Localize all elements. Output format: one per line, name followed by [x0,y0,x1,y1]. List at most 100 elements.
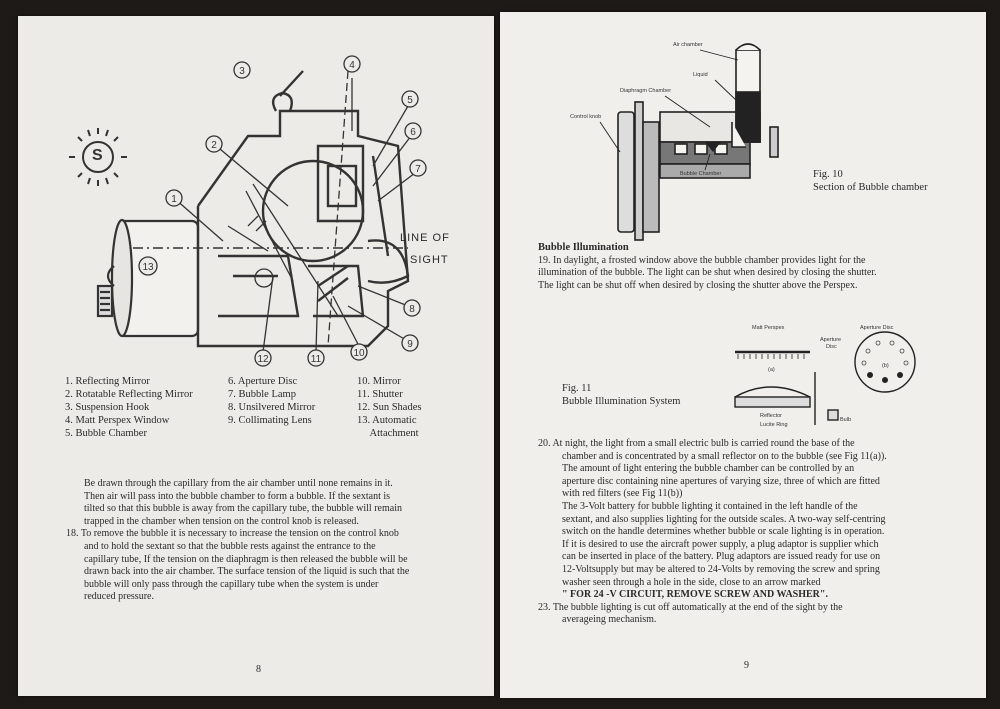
callout-11 [307,349,325,367]
legend-col-1: 1. Reflecting Mirror 2. Rotatable Reflec… [65,375,193,440]
svg-text:5: 5 [407,95,413,106]
text-line: washer seen through a hole in the side, … [562,576,821,588]
svg-text:8: 8 [409,304,415,315]
lucite-ring-label: Lucite Ring [760,422,788,428]
text-line: 20. At night, the light from a small ele… [538,438,855,449]
text-line: 12-Voltsupply but may be altered to 24-V… [562,563,880,575]
svg-text:1: 1 [171,194,177,205]
fig10-caption: Fig. 10 Section of Bubble chamber [813,168,928,194]
legend-item: 5. Bubble Chamber [65,428,147,439]
svg-text:13: 13 [142,262,154,273]
text-line: tilted so that this bubble is away from … [84,503,402,515]
text-line: switch on the handle determines whether … [562,526,885,538]
fig11-subtitle: Bubble Illumination System [562,396,681,407]
liquid-label: Liquid [693,72,708,78]
callout-8 [403,299,421,317]
text-line: The 3-Volt battery for bubble lighting i… [562,500,858,512]
right-page: Air chamber Liquid Diaphragm Chamber Con… [500,12,986,698]
svg-text:7: 7 [415,164,421,175]
text-line: 19. In daylight, a frosted window above … [538,254,866,266]
matt-perspex-label: Matt Perspex [752,325,785,331]
text-line: bubble will only pass through the capill… [84,578,379,590]
sun-icon [69,128,127,186]
fig11a-label: (a) [768,367,775,373]
illumination-diagram: Matt Perspex Aperture Disc Aperture Disc… [720,317,940,432]
text-line: averageing mechanism. [562,614,657,626]
text-line: sextant, and also supplies lighting for … [562,513,886,525]
air-chamber-label: Air chamber [673,42,703,48]
svg-text:11: 11 [311,354,322,365]
callout-1 [165,189,183,207]
page-number-left: 8 [256,664,261,675]
text-line: Be drawn through the capillary from the … [84,478,393,489]
fig11-title: Fig. 11 [562,383,592,394]
callout-10 [350,343,368,361]
aperture-disc-top-label: Aperture Disc [860,325,894,331]
text-line: can be inserted in place of the battery.… [562,551,881,563]
bulb-label: Bulb [840,417,852,423]
svg-text:9: 9 [407,339,413,350]
legend-item: 3. Suspension Hook [65,402,150,413]
svg-text:3: 3 [239,66,245,77]
legend-item: Attachment [357,428,419,439]
bubble-chamber-drawing [599,43,779,241]
legend-col-3: 10. Mirror 11. Shutter 12. Sun Shades 13… [357,375,421,440]
callout-13 [138,256,158,276]
callout-12 [254,349,272,367]
illumination-drawing [734,331,916,425]
legend-item: 6. Aperture Disc [228,376,298,387]
legend-item: 9. Collimating Lens [228,415,312,426]
callout-3 [233,61,251,79]
callout-4 [343,55,361,73]
text-line: The amount of light entering the bubble … [562,463,855,475]
legend-item: 2. Rotatable Reflecting Mirror [65,389,193,400]
bubble-illumination-heading: Bubble Illumination [538,242,629,253]
legend-item: 1. Reflecting Mirror [65,376,150,387]
text-line: and to hold the sextant so that the bubb… [84,540,376,552]
sun-s-label: S [92,147,103,164]
svg-text:2: 2 [211,140,217,151]
text-line: chamber and is concentrated by a small r… [562,450,887,462]
sextant-diagram: 1 2 3 4 5 6 7 8 9 10 11 12 13 S LINE OF … [18,16,494,376]
text-line: 23. The bubble lighting is cut off autom… [538,601,843,613]
text-line: with red filters (see Fig 11(b)) [562,488,683,500]
bubble-chamber-diagram: Air chamber Liquid Diaphragm Chamber Con… [500,12,986,242]
fig11-caption: Fig. 11 Bubble Illumination System [562,382,680,408]
svg-text:4: 4 [349,60,355,71]
callout-2 [205,135,223,153]
control-knob-label: Control knob [570,114,602,120]
para-20-block: 20. At night, the light from a small ele… [538,438,958,627]
legend-item: 13. Automatic [357,415,417,426]
text-line: The light can be shut off when desired b… [538,279,858,291]
diaphragm-chamber-label: Diaphragm Chamber [620,88,672,94]
legend-item: 7. Bubble Lamp [228,389,296,400]
legend-item: 10. Mirror [357,376,401,387]
fig11b-label: (b) [882,363,889,369]
text-line: " FOR 24 -V CIRCUIT, REMOVE SCREW AND WA… [562,589,828,601]
svg-text:10: 10 [353,348,365,359]
text-line: reduced pressure. [84,591,154,603]
text-line: trapped in the chamber when tension on t… [84,515,359,527]
legend-col-2: 6. Aperture Disc 7. Bubble Lamp 8. Unsil… [228,375,315,427]
text-line: Then air will pass into the bubble chamb… [84,490,391,502]
aperture-disc-label-1: Aperture [820,337,842,343]
legend-item: 4. Matt Perspex Window [65,415,170,426]
line-of-sight-label-1: LINE OF [400,232,450,244]
para-19-block: Bubble Illumination 19. In daylight, a f… [538,242,958,292]
text-line: If it is desired to use the aircraft pow… [562,538,879,550]
callout-9 [401,334,419,352]
left-body-text: Be drawn through the capillary from the … [66,478,466,604]
text-line: illumination of the bubble. The light ca… [538,267,877,279]
aperture-disc-label-2: Disc [826,344,837,350]
left-page: 1 2 3 4 5 6 7 8 9 10 11 12 13 S LINE OF … [18,16,494,696]
svg-text:12: 12 [257,354,269,365]
sextant-drawing: 1 2 3 4 5 6 7 8 9 10 11 12 13 [69,55,427,367]
callout-6 [404,122,422,140]
legend-item: 12. Sun Shades [357,402,422,413]
text-line: aperture disc containing nine apertures … [562,475,880,487]
text-line: 18. To remove the bubble it is necessary… [66,528,399,540]
text-line: drawn back into the air chamber. The sur… [84,566,410,578]
reflector-label: Reflector [760,413,783,419]
text-line: capillary tube, If the tension on the di… [84,553,408,565]
legend-item: 11. Shutter [357,389,403,400]
